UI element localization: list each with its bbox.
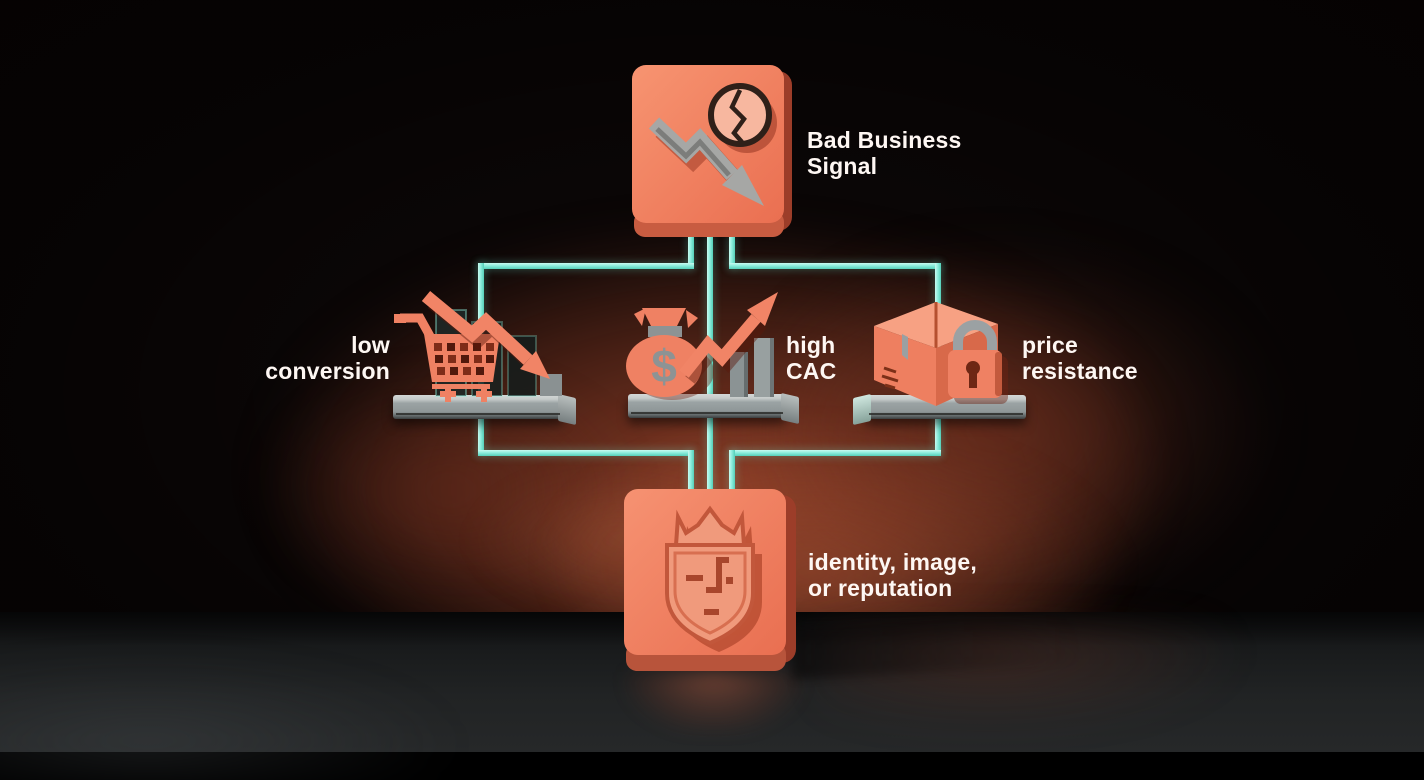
label-line: Signal [807, 153, 878, 179]
shelf-seam [631, 412, 783, 414]
label-line: resistance [1022, 358, 1138, 384]
crowned-shield-face-icon [624, 489, 796, 671]
label-line: conversion [265, 358, 390, 384]
shield [665, 505, 755, 646]
branch-label-price-resistance: price resistance [1022, 332, 1138, 384]
label-line: or reputation [808, 575, 953, 601]
shelf-seam [396, 413, 560, 415]
dollar-sign: $ [651, 340, 677, 392]
floor-sheen [0, 660, 460, 780]
shopping-cart-declining-arrow-icon [394, 290, 562, 402]
branch-label-high-cac: high CAC [786, 332, 836, 384]
bottom-node-label: identity, image, or reputation [808, 549, 977, 601]
top-node-label: Bad Business Signal [807, 127, 962, 179]
label-line: Bad Business [807, 127, 962, 153]
connector-top-bar-right [729, 263, 941, 269]
label-line: identity, image, [808, 549, 977, 575]
connector-bottom-bar-left [478, 450, 694, 456]
shelf-seam [869, 413, 1023, 415]
label-line: price [1022, 332, 1078, 358]
declining-arrow-cracked-coin-icon [632, 65, 792, 237]
bottom-tile-reflection [626, 672, 802, 732]
label-line: CAC [786, 358, 837, 384]
connector-top-bar-left [478, 263, 694, 269]
label-line: low [351, 332, 390, 358]
package-box-padlock-icon [874, 302, 1008, 406]
money-bag-rising-arrow-icon: $ [626, 292, 778, 400]
connector-bottom-bar-right [729, 450, 941, 456]
branch-label-low-conversion: low conversion [230, 332, 390, 384]
label-line: high [786, 332, 836, 358]
